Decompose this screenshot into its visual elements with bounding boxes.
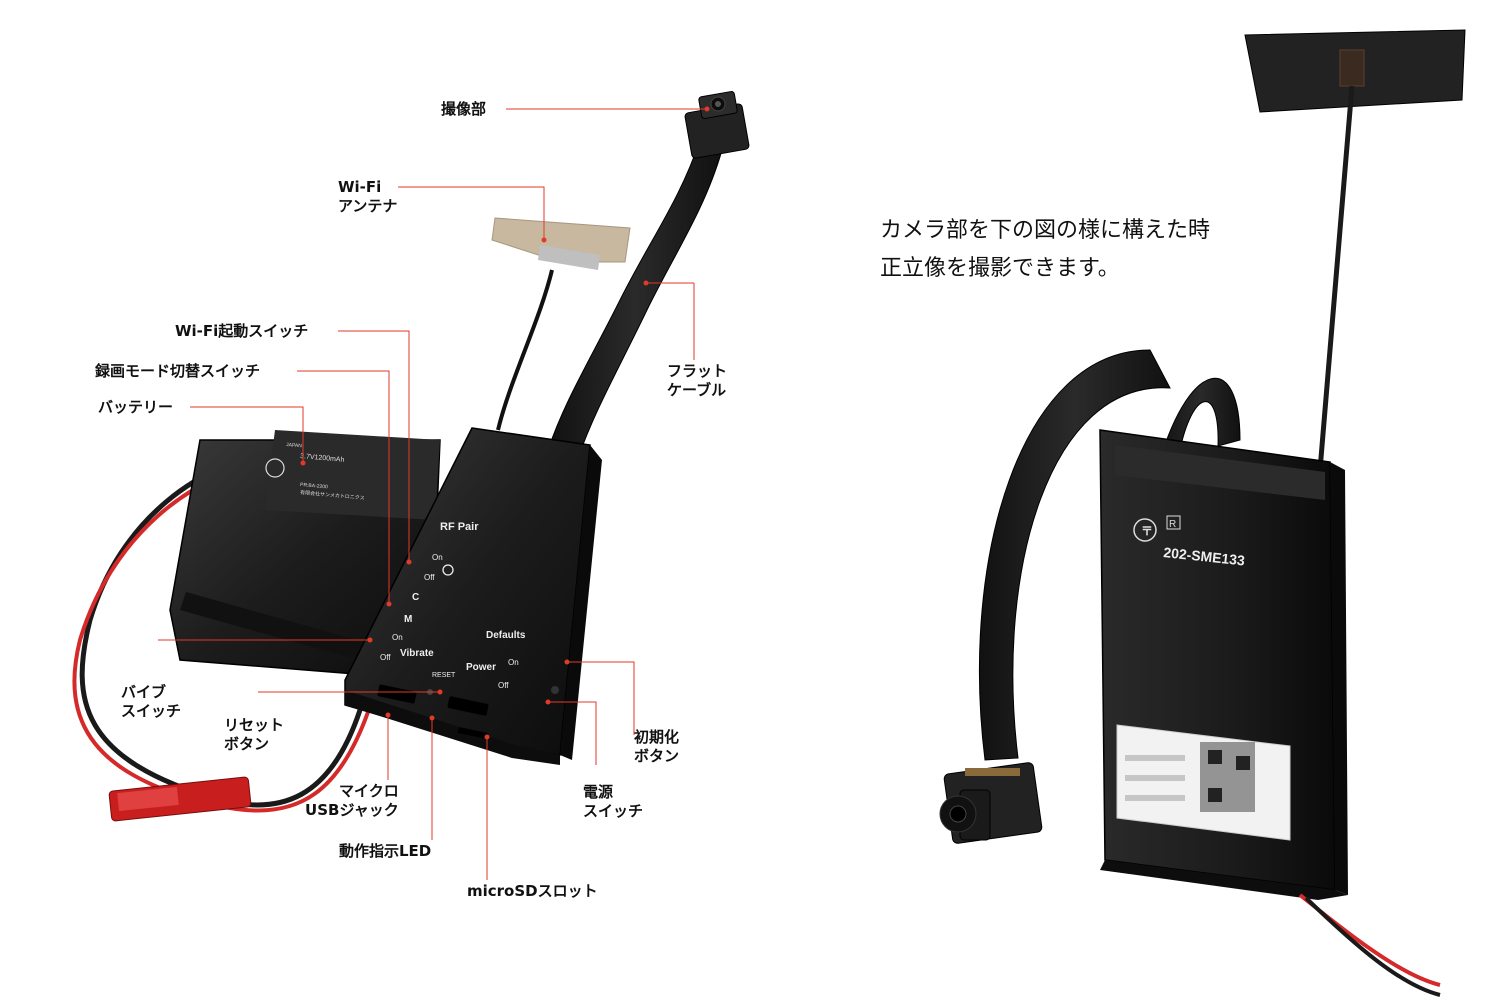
antenna-wire — [496, 269, 554, 431]
label-flat-cable-line1: フラット — [667, 362, 728, 380]
svg-text:3.7V1200mAh: 3.7V1200mAh — [300, 453, 345, 464]
label-wifi-antenna: Wi-Fi アンテナ — [338, 178, 397, 216]
label-vibrate-switch-line2: スイッチ — [121, 702, 182, 720]
svg-text:RESET: RESET — [432, 672, 456, 679]
svg-text:PR:BA-2200: PR:BA-2200 — [300, 482, 328, 490]
right-camera-head — [939, 762, 1043, 844]
label-wifi-switch: Wi-Fi起動スイッチ — [175, 322, 309, 340]
right-flat-cable-long — [979, 349, 1171, 761]
battery-pack: 3.7V1200mAh JAPAN PR:BA-2200 有限会社サンメカトロニ… — [169, 430, 441, 681]
label-flat-cable: フラット ケーブル — [667, 362, 727, 400]
battery-wire-black — [79, 447, 363, 808]
svg-text:Defaults: Defaults — [486, 630, 526, 641]
right-wire-red — [1298, 893, 1441, 987]
label-micro-usb: マイクロ USBジャック — [303, 782, 399, 820]
label-flat-cable-line2: ケーブル — [667, 381, 727, 399]
right-flat-cable — [1159, 377, 1241, 461]
label-vibrate-switch-line1: バイブ — [121, 683, 167, 701]
svg-text:Off: Off — [424, 573, 435, 582]
flat-cable — [547, 139, 723, 459]
leader-dots — [300, 106, 710, 740]
battery-wire-red — [72, 458, 370, 813]
right-device-body: 〒 R 202-SME133 — [1099, 429, 1441, 997]
orientation-caption: カメラ部を下の図の様に構えた時 正立像を撮影できます。 — [880, 212, 1210, 288]
caption-line2: 正立像を撮影できます。 — [880, 256, 1120, 281]
label-reset-button-line2: ボタン — [224, 735, 270, 753]
svg-text:JAPAN: JAPAN — [286, 442, 303, 449]
svg-text:On: On — [432, 553, 443, 562]
svg-text:On: On — [392, 633, 403, 642]
label-vibrate-switch: バイブ スイッチ — [121, 683, 181, 721]
label-init-button-line2: ボタン — [634, 747, 680, 765]
svg-text:On: On — [508, 658, 519, 667]
label-power-switch-line1: 電源 — [583, 783, 614, 801]
svg-text:C: C — [412, 592, 419, 603]
antenna-tape — [491, 217, 631, 270]
battery-connector — [108, 776, 252, 822]
svg-text:Power: Power — [466, 662, 496, 673]
label-power-switch: 電源 スイッチ — [583, 783, 643, 821]
svg-text:Vibrate: Vibrate — [400, 648, 434, 659]
label-wifi-antenna-line2: アンテナ — [338, 197, 398, 215]
label-micro-usb-line2: USBジャック — [305, 801, 399, 819]
label-reset-button-line1: リセット — [224, 716, 285, 734]
label-record-mode-switch: 録画モード切替スイッチ — [95, 362, 261, 380]
label-init-button-line1: 初期化 — [634, 728, 680, 746]
label-camera-unit: 撮像部 — [441, 100, 487, 118]
label-microsd-slot: microSDスロット — [467, 882, 598, 900]
qr-label — [1116, 724, 1291, 841]
label-battery: バッテリー — [98, 398, 174, 416]
left-device-illustration: 3.7V1200mAh JAPAN PR:BA-2200 有限会社サンメカトロニ… — [72, 91, 750, 822]
svg-text:M: M — [404, 614, 412, 625]
caption-line1: カメラ部を下の図の様に構えた時 — [880, 218, 1211, 243]
svg-text:RF Pair: RF Pair — [440, 521, 479, 533]
label-init-button: 初期化 ボタン — [634, 728, 679, 766]
controller-body: RF Pair On Off C M Defaults On Off Vibra… — [344, 427, 602, 765]
svg-text:Off: Off — [498, 681, 509, 690]
leader-lines — [158, 108, 707, 880]
label-power-switch-line2: スイッチ — [583, 802, 644, 820]
svg-text:R: R — [1169, 519, 1176, 530]
label-micro-usb-line1: マイクロ — [339, 782, 399, 800]
right-wire-black — [1304, 896, 1441, 997]
label-activity-led: 動作指示LED — [339, 842, 432, 860]
svg-text:Off: Off — [380, 653, 391, 662]
camera-head — [684, 91, 750, 159]
label-wifi-antenna-line1: Wi-Fi — [338, 178, 382, 196]
right-device-illustration: 〒 R 202-SME133 — [939, 29, 1466, 997]
right-antenna — [1244, 29, 1466, 471]
svg-text:〒: 〒 — [1141, 524, 1153, 538]
label-reset-button: リセット ボタン — [224, 716, 284, 754]
